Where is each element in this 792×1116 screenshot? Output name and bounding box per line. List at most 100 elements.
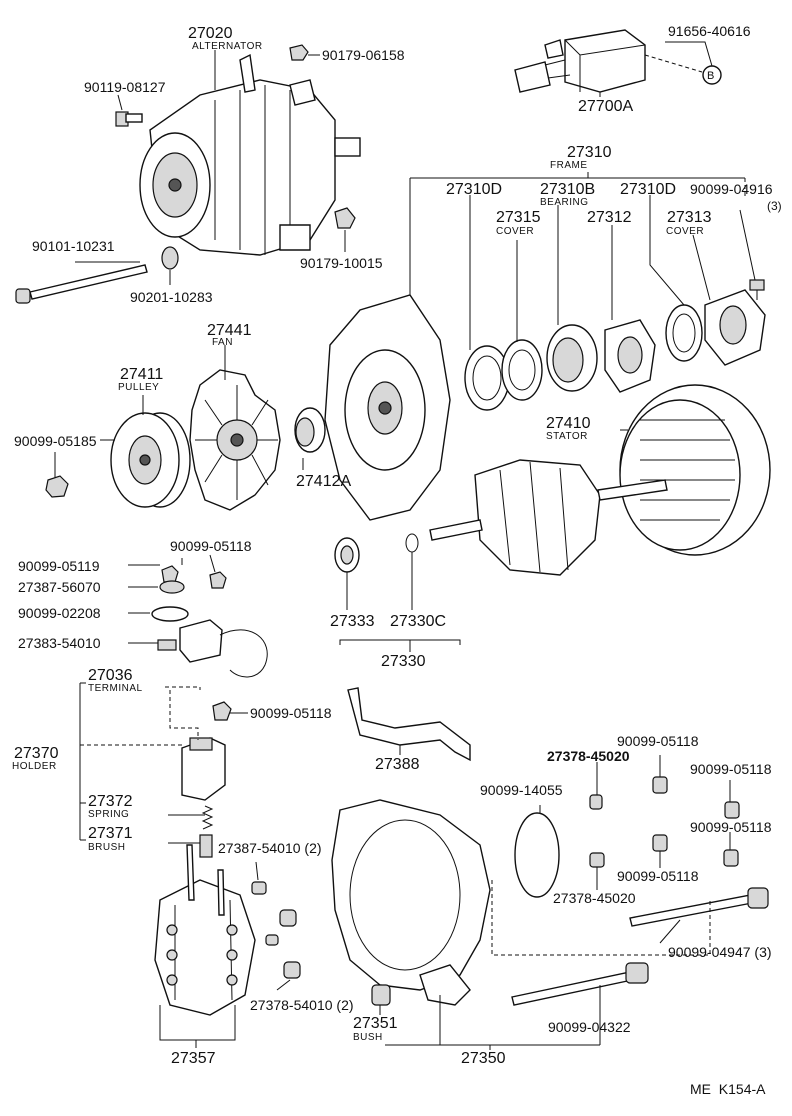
label-90119-08127: 90119-08127 (84, 79, 166, 95)
label-pulley: PULLEY (118, 382, 159, 393)
label-90099-04947: 90099-04947 (3) (668, 944, 772, 960)
label-27310d-a: 27310D (446, 181, 502, 198)
label-bearing: BEARING (540, 197, 589, 208)
label-90099-05118-c: 90099-05118 (617, 733, 699, 749)
frame-27310-drawing (324, 294, 451, 521)
label-frame: FRAME (550, 160, 588, 171)
label-90099-05118-f: 90099-05118 (617, 868, 699, 884)
rear-housing-27350-drawing (331, 799, 491, 1006)
nut-90099-05118-e (652, 834, 668, 852)
label-90099-14055: 90099-14055 (480, 782, 563, 798)
label-27371: 27371 (88, 825, 133, 842)
nut-90099-05118-b (212, 701, 232, 721)
label-bush: BUSH (353, 1032, 383, 1043)
bolt-90099-04947 (629, 887, 769, 927)
bush-27378-45020-b (589, 852, 605, 868)
bush-27378-54010-a (279, 909, 297, 927)
bearing-27310b-drawing (546, 324, 598, 392)
cover-27313-drawing (704, 289, 766, 366)
label-holder: HOLDER (12, 761, 57, 772)
rotor-drawing (429, 459, 668, 576)
label-27378-45020-a: 27378-45020 (547, 748, 630, 764)
spring-27372 (201, 805, 214, 830)
bracket-27388-drawing (347, 687, 471, 762)
label-27357: 27357 (171, 1050, 216, 1067)
pulley-27411-drawing (110, 412, 191, 508)
oring-90099-14055 (514, 812, 560, 898)
bolt-90099-04322 (511, 962, 649, 1006)
label-27370: 27370 (14, 745, 59, 762)
label-27310b: 27310B (540, 181, 595, 198)
label-27020: 27020 (188, 25, 233, 42)
nut-90099-05185 (45, 475, 69, 498)
label-90099-05185: 90099-05185 (14, 433, 97, 449)
ring-27310d-drawing (665, 304, 703, 362)
label-27378-54010: 27378-54010 (2) (250, 997, 354, 1013)
bolt-90119-08127 (115, 111, 143, 127)
label-b: B (707, 70, 714, 82)
label-27700a: 27700A (578, 98, 633, 115)
page-code: ME K154-A (690, 1081, 766, 1097)
brush-holder-drawing (181, 737, 226, 801)
nut-90179-06158 (289, 44, 309, 61)
label-90099-02208: 90099-02208 (18, 605, 101, 621)
label-terminal: TERMINAL (88, 683, 143, 694)
label-brush: BRUSH (88, 842, 126, 853)
label-90099-05119: 90099-05119 (18, 558, 100, 574)
nut-90099-05118-d (724, 801, 740, 819)
label-91656-40616: 91656-40616 (668, 23, 751, 39)
label-27310: 27310 (567, 144, 612, 161)
alternator-assembly-drawing (139, 53, 361, 256)
label-90099-05118-d: 90099-05118 (690, 761, 772, 777)
label-27333: 27333 (330, 613, 375, 630)
label-27036: 27036 (88, 667, 133, 684)
connector-27383-54010 (157, 619, 268, 678)
label-alternator: ALTERNATOR (192, 41, 263, 52)
nut-90099-05119 (161, 565, 179, 583)
washer-90099-02208 (151, 606, 189, 622)
label-qty-3-a: (3) (767, 199, 782, 213)
oring-27330c-drawing (405, 533, 419, 553)
label-27410: 27410 (546, 415, 591, 432)
plate-27312-drawing (604, 319, 656, 393)
label-27350: 27350 (461, 1050, 506, 1067)
label-27387-54010: 27387-54010 (2) (218, 840, 322, 856)
cover-27315b-drawing (501, 339, 543, 401)
label-90099-04916: 90099-04916 (690, 181, 773, 197)
label-cover-a: COVER (496, 226, 534, 237)
bolt-90101-10231 (15, 264, 148, 304)
label-90179-06158: 90179-06158 (322, 47, 405, 63)
insulator-27387-56070 (159, 580, 185, 594)
label-27312: 27312 (587, 209, 632, 226)
label-cover-b: COVER (666, 226, 704, 237)
label-27412a: 27412A (296, 473, 351, 490)
bush-27378-54010-c (283, 961, 301, 979)
spacer-27333-drawing (334, 537, 360, 573)
stator-27410-drawing (619, 384, 771, 556)
label-27411: 27411 (120, 366, 163, 383)
label-27441: 27441 (207, 322, 252, 339)
label-90099-05118-e: 90099-05118 (690, 819, 772, 835)
label-90099-04322: 90099-04322 (548, 1019, 631, 1035)
bush-27378-45020-a (589, 794, 603, 810)
bush-27351 (371, 984, 391, 1006)
rectifier-27357-drawing (154, 844, 256, 1016)
nut-90099-05118-c (652, 776, 668, 794)
label-90099-05118-b: 90099-05118 (250, 705, 332, 721)
nut-90099-05118-a (209, 571, 227, 589)
leader-lines (54, 50, 756, 1050)
label-90099-05118-a: 90099-05118 (170, 538, 252, 554)
label-90101-10231: 90101-10231 (32, 238, 115, 254)
collar-27412a-drawing (294, 407, 326, 453)
label-27383-54010: 27383-54010 (18, 635, 101, 651)
label-27330c: 27330C (390, 613, 446, 630)
label-27388: 27388 (375, 756, 420, 773)
label-fan: FAN (212, 337, 233, 348)
regulator-27700a-drawing (514, 29, 646, 93)
label-90201-10283: 90201-10283 (130, 289, 213, 305)
label-90179-10015: 90179-10015 (300, 255, 383, 271)
label-27387-56070: 27387-56070 (18, 579, 101, 595)
washer-90201-10283 (161, 246, 179, 270)
